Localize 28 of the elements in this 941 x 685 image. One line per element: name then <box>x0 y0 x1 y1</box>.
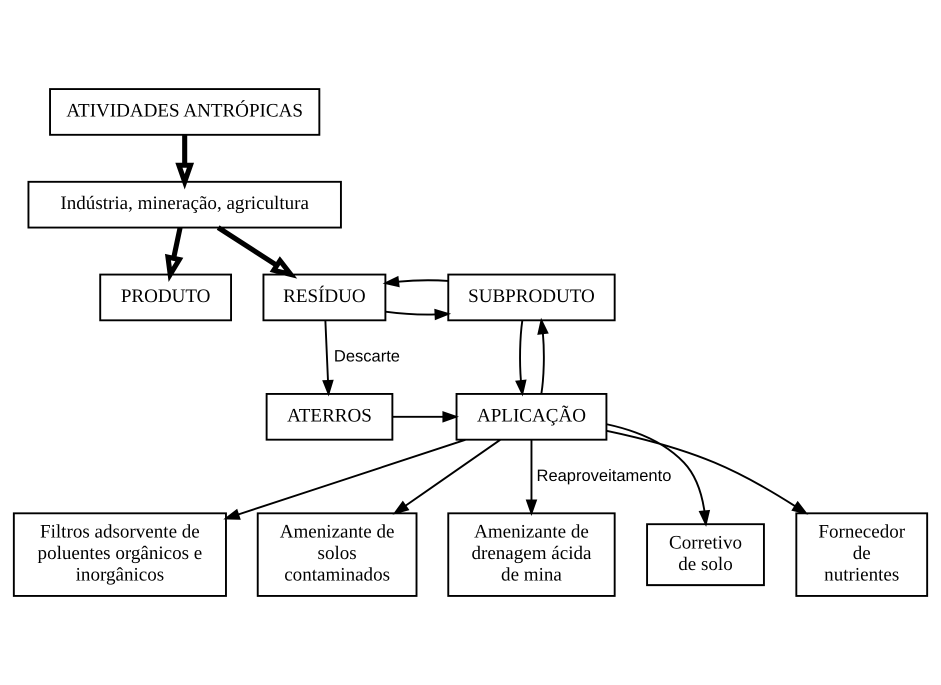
arrow <box>385 308 452 320</box>
arrow <box>216 225 298 279</box>
node-box: Filtros adsorvente de poluentes orgânicos e inorgânicos <box>12 512 227 597</box>
node-box: ATIVIDADES ANTRÓPICAS <box>49 88 320 136</box>
node-box: ATERROS <box>266 393 394 441</box>
arrow <box>537 318 549 394</box>
arrow <box>322 320 334 397</box>
arrow <box>164 227 184 282</box>
node-box: RESÍDUO <box>262 274 386 322</box>
arrow <box>606 430 808 515</box>
arrow <box>382 276 448 288</box>
node-box: Indústria, mineração, agricultura <box>28 180 342 228</box>
arrow <box>515 320 527 397</box>
edge-label: Descarte <box>334 347 400 366</box>
arrow <box>392 439 501 515</box>
arrow <box>223 438 466 520</box>
node-box: PRODUTO <box>99 274 232 322</box>
node-box: Amenizante de drenagem ácida de mina <box>447 512 616 597</box>
edge-label: Reaproveitamento <box>536 466 672 485</box>
node-box: Fornecedor de nutrientes <box>795 512 928 597</box>
arrow <box>606 423 710 527</box>
node-box: Corretivo de solo <box>646 523 765 586</box>
arrow <box>175 135 194 190</box>
arrow <box>392 411 459 423</box>
arrow <box>526 440 538 516</box>
node-box: APLICAÇÃO <box>456 393 608 441</box>
node-box: Amenizante de solos contaminados <box>256 512 418 597</box>
node-box: SUBPRODUTO <box>447 274 616 322</box>
